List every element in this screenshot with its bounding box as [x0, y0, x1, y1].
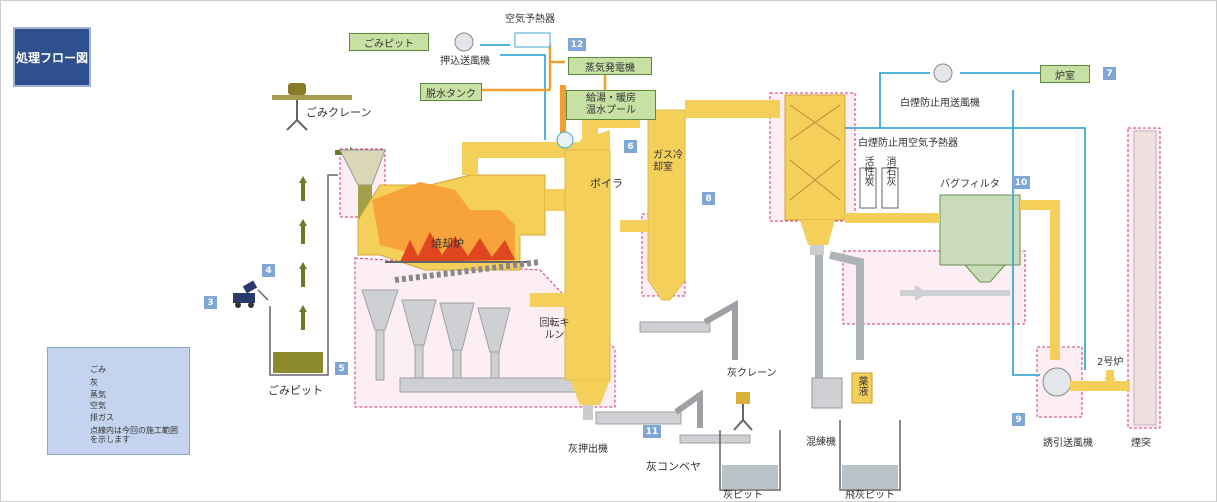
activated-carbon-label: 活性炭 — [862, 156, 873, 186]
furnace2-label: 2号炉 — [1097, 357, 1123, 369]
white-smoke-preheater-label: 白煙防止用空気予熱器 — [858, 138, 958, 150]
ash-crane-label: 灰クレーン — [727, 368, 777, 380]
chemical-label: 薬液 — [856, 376, 867, 396]
number-badge: 7 — [1103, 67, 1116, 80]
induced-fan-shape — [1043, 368, 1130, 396]
steam-generator-box: 蒸気発電機 — [568, 57, 652, 75]
legend-item: 空気 — [90, 401, 106, 410]
boiler-label: ボイラ — [590, 178, 623, 190]
number-badge: 11 — [643, 425, 661, 438]
legend-item: 蒸気 — [90, 390, 106, 399]
induced-fan-label: 誘引送風機 — [1043, 438, 1093, 450]
water-tank-box: 脱水タンク — [420, 83, 482, 101]
number-badge: 5 — [335, 362, 348, 375]
chimney-shape — [1134, 131, 1156, 425]
number-badge: 9 — [1012, 413, 1025, 426]
refuse-pit-box: ごみピット — [349, 33, 429, 51]
furnace-room-box: 炉室 — [1040, 65, 1090, 83]
legend: ごみ 灰 蒸気 空気 排ガス 点線内は今回の施工範囲を示します — [47, 347, 190, 455]
legend-item: 点線内は今回の施工範囲を示します — [90, 426, 185, 444]
refuse-crane-label: ごみクレーン — [306, 107, 371, 119]
number-badge: 12 — [568, 38, 586, 51]
chimney-label: 煙突 — [1131, 438, 1151, 450]
gas-cooling-label: ガス冷却室 — [653, 150, 688, 174]
fly-ash-pit-label: 飛灰ピット — [845, 490, 895, 502]
bag-filter-label: バグフィルタ — [940, 179, 1000, 191]
pushing-fan-label: 押込送風機 — [440, 56, 490, 68]
number-badge: 10 — [1012, 176, 1030, 189]
number-badge: 6 — [624, 140, 637, 153]
number-badge: 4 — [262, 264, 275, 277]
legend-item: ごみ — [90, 365, 106, 374]
furnace-label: 焼却炉 — [431, 238, 464, 250]
white-smoke-fan-label: 白煙防止用送風機 — [900, 98, 980, 110]
air-preheater-label: 空気予熱器 — [505, 14, 555, 26]
number-badge: 3 — [204, 296, 217, 309]
legend-item: 排ガス — [90, 413, 114, 422]
ash-pusher-label: 灰押出機 — [568, 444, 608, 456]
ash-pit-label: 灰ピット — [723, 490, 763, 502]
garbage-truck-icon — [233, 281, 257, 308]
legend-item: 灰 — [90, 378, 98, 387]
rotary-kiln-label: 回転キルン — [537, 318, 572, 342]
diagram-title: 処理フロー図 — [13, 27, 91, 87]
hot-water-pool-box: 給湯・暖房 温水プール — [566, 90, 656, 120]
ash-conveyor-label: 灰コンベヤ — [646, 461, 701, 473]
slaked-lime-label: 消石灰 — [884, 156, 895, 186]
number-badge: 8 — [702, 192, 715, 205]
kneader-label: 混練機 — [806, 437, 836, 449]
refuse-pit-label: ごみピット — [268, 385, 323, 397]
